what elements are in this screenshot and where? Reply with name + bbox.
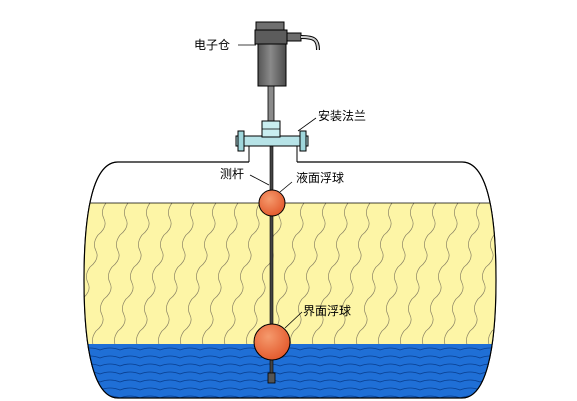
upper-wave-line xyxy=(373,202,415,364)
label-probe-rod: 测杆 xyxy=(220,167,244,181)
lower-wave-line xyxy=(84,379,496,383)
electronic-housing xyxy=(254,21,320,87)
upper-wave-line xyxy=(506,203,546,363)
upper-wave-line xyxy=(395,202,437,364)
upper-wave-line xyxy=(22,203,62,363)
upper-wave-line xyxy=(417,202,459,364)
upper-wave-line xyxy=(153,202,195,364)
upper-wave-line xyxy=(351,202,393,364)
level-float-ball xyxy=(258,189,286,217)
label-interface-float: 界面浮球 xyxy=(303,304,351,318)
upper-wave-line xyxy=(241,202,283,364)
upper-liquid-wave-lines xyxy=(0,202,577,364)
upper-wave-line xyxy=(175,202,217,364)
lower-wave-line xyxy=(84,363,496,367)
upper-wave-line xyxy=(439,202,481,364)
lower-wave-line xyxy=(84,355,496,359)
label-electronic-housing: 电子仓 xyxy=(194,38,230,52)
upper-wave-line xyxy=(197,202,239,364)
upper-wave-line xyxy=(307,202,349,364)
upper-wave-line xyxy=(109,202,151,364)
upper-wave-line xyxy=(131,202,173,364)
upper-wave-line xyxy=(461,202,496,364)
upper-wave-line xyxy=(329,202,371,364)
upper-wave-line xyxy=(550,203,577,363)
label-level-float: 液面浮球 xyxy=(296,170,344,185)
upper-wave-line xyxy=(528,203,568,363)
upper-wave-line xyxy=(285,202,327,364)
lower-liquid-layer xyxy=(84,344,496,398)
lower-wave-line xyxy=(84,387,496,391)
upper-wave-line xyxy=(87,202,129,364)
label-mounting-flange: 安装法兰 xyxy=(318,108,366,123)
interface-float-ball xyxy=(253,323,291,361)
upper-wave-line xyxy=(483,202,496,364)
mounting-flange xyxy=(235,120,309,152)
lower-wave-line xyxy=(84,371,496,375)
lower-wave-line xyxy=(84,347,496,351)
leader-lines xyxy=(238,44,317,329)
upper-wave-line xyxy=(219,202,261,364)
lower-liquid-wave-lines xyxy=(84,347,496,398)
upper-wave-line xyxy=(0,203,40,363)
upper-wave-line xyxy=(84,202,85,364)
upper-wave-line xyxy=(84,202,107,364)
tank xyxy=(0,161,577,399)
tank-outline xyxy=(83,161,497,399)
